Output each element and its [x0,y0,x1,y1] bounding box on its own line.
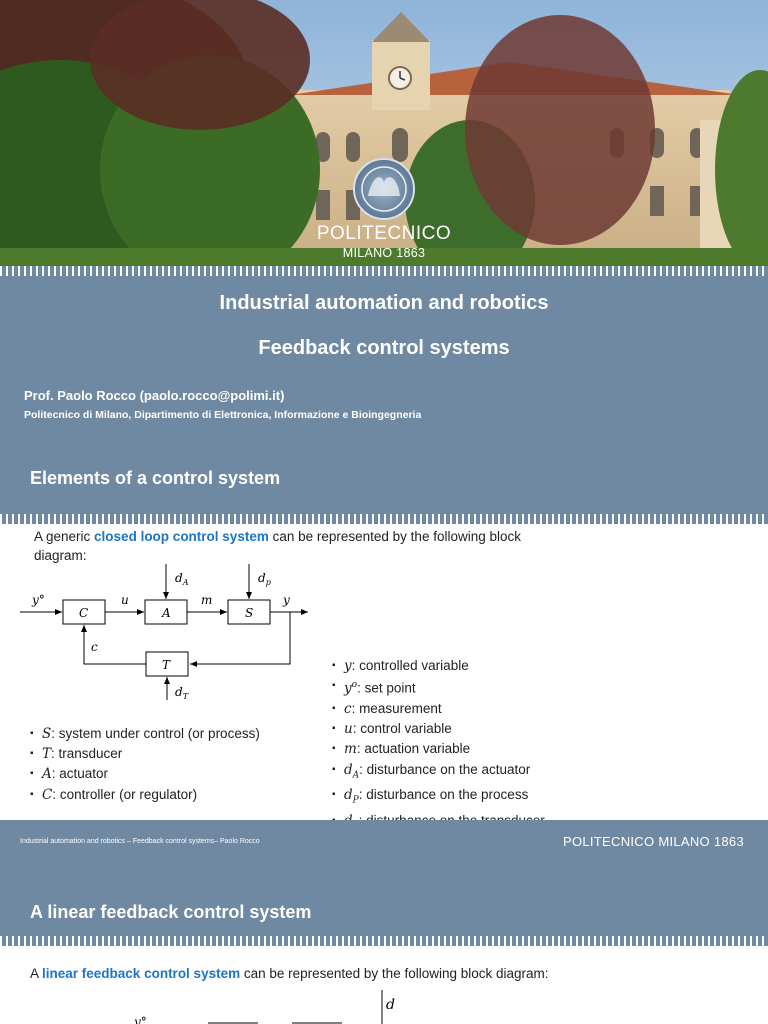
block-s [227,599,271,625]
list-superscript: o [351,680,358,691]
affiliation-line: Politecnico di Milano, Dipartimento di E… [24,409,422,421]
list-text: : disturbance on the process [358,787,529,803]
signal-d: d [386,997,395,1013]
intro-text-end: can be represented by the following bloc… [34,529,521,563]
tick-strip [0,514,768,524]
footer-brand-rest: MILANO 1863 [654,834,744,849]
campus-photo: POLITECNICO MILANO 1863 [0,0,768,266]
logo-name: POLITECNICO [316,223,452,244]
list-item: C: controller (or regulator) [30,785,260,805]
variables-list: y: controlled variable yo: set point c: … [332,656,752,837]
list-text: : measurement [351,700,442,716]
list-symbol: y [344,680,352,697]
tick-strip [0,936,768,946]
list-text: : transducer [51,746,123,762]
signal-dp-base: d [258,571,266,585]
signal-u: u [121,593,129,607]
list-text: : actuator [51,766,109,782]
block-a [144,599,188,625]
list-item: c: measurement [332,699,752,719]
list-symbol: A [42,766,52,783]
list-symbol: c [344,700,352,717]
list-subscript: A [352,770,360,781]
list-item: u: control variable [332,719,752,739]
list-symbol: C [42,786,53,803]
signal-da-sub: A [182,578,189,587]
closed-loop-block-diagram: C A S T y° u m y c dA dp dT [20,564,308,701]
list-text: : controller (or regulator) [52,786,198,802]
list-symbol: y [344,658,352,674]
list-item: yo: set point [332,676,752,699]
components-list: S: system under control (or process) T: … [30,724,260,805]
list-text: : system under control (or process) [51,726,260,741]
title-slide: Industrial automation and robotics Feedb… [0,266,768,454]
list-subscript: P [352,796,359,807]
slide2-header: A linear feedback control system [0,866,768,946]
list-text: : disturbance on the actuator [359,761,531,777]
signal-dt-sub: T [183,692,189,701]
intro-text-end: can be represented by the following bloc… [240,966,549,981]
list-item: m: actuation variable [332,739,752,759]
signal-y: y [282,593,290,607]
signal-da: dA [175,571,189,587]
footer-caption: Industrial automation and robotics – Fee… [20,838,260,845]
intro-text: A generic [34,529,95,544]
logo-sub: MILANO 1863 [342,246,426,260]
slide1-title: Elements of a control system [30,468,281,488]
slide2-intro: A linear feedback control system can be … [30,964,750,983]
signal-dt-base: d [175,685,183,699]
slide-footer: Industrial automation and robotics – Fee… [0,820,768,866]
block-c-label: C [79,606,88,620]
intro-highlight: closed loop control system [94,529,269,544]
list-symbol: d [344,787,353,804]
list-symbol: u [344,721,353,738]
signal-da-base: d [175,571,183,585]
list-text: : actuation variable [356,741,471,757]
list-text: : set point [357,680,416,696]
slide1-intro: A generic closed loop control system can… [34,527,574,565]
slide1-header: Elements of a control system [0,454,768,524]
campus-photo-graphic [0,0,768,266]
list-symbol: d [344,761,353,778]
list-symbol: T [42,746,52,763]
author-line: Prof. Paolo Rocco (paolo.rocco@polimi.it… [24,388,285,403]
list-item: dA: disturbance on the actuator [332,760,752,786]
signal-m: m [201,593,212,607]
signal-dp: dp [258,571,271,587]
intro-text: A [30,966,43,981]
block-t-label: T [162,658,171,672]
list-symbol: S [42,726,52,742]
list-item: A: actuator [30,764,260,784]
block-t [145,651,189,677]
list-item: T: transducer [30,744,260,764]
list-item: S: system under control (or process) [30,724,260,744]
lecture-title: Feedback control systems [258,337,510,359]
course-title: Industrial automation and robotics [219,292,549,314]
list-symbol: m [344,741,357,758]
footer-brand: POLITECNICO MILANO 1863 [563,834,744,849]
signal-c: c [91,640,98,654]
block-a-label: A [161,606,171,620]
signal-dt: dT [175,685,189,701]
intro-highlight: linear feedback control system [42,966,241,981]
tick-strip [0,266,768,276]
block-s-label: S [245,606,253,620]
signal-dp-sub: p [266,578,271,587]
list-item: y: controlled variable [332,656,752,676]
signal-setpoint: y° [31,593,45,607]
list-item: dP: disturbance on the process [332,785,752,811]
footer-brand-bold: POLITECNICO [562,834,655,849]
list-text: : controlled variable [351,658,469,673]
slide2-title: A linear feedback control system [30,902,312,922]
list-text: : control variable [352,721,452,737]
signal-setpoint: y° [133,1015,147,1024]
linear-block-diagram-partial: d y° [133,990,395,1024]
block-c [62,599,106,625]
